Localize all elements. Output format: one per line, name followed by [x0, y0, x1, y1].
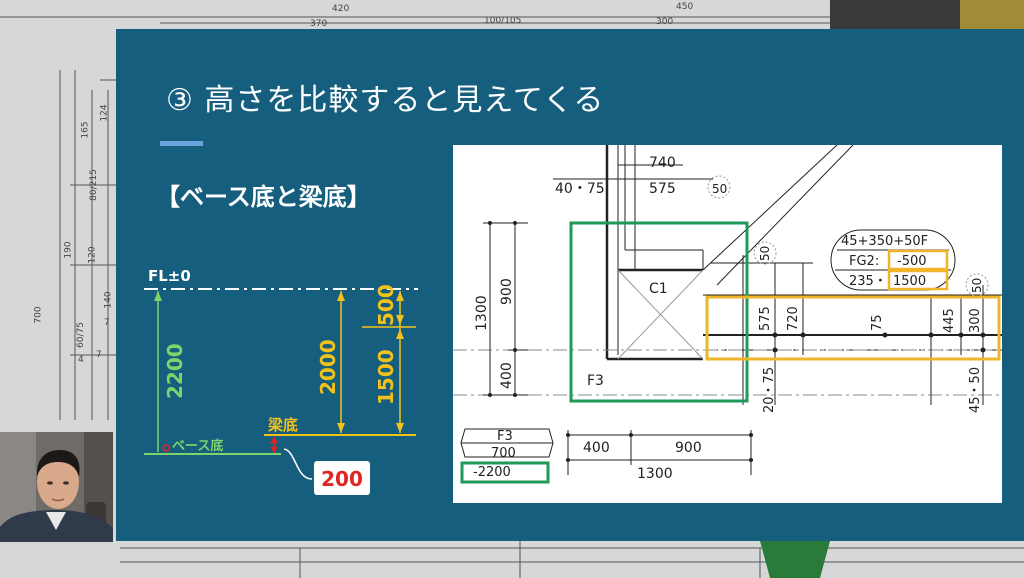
- beam-level-highlight: [887, 249, 949, 271]
- column-label: C1: [649, 281, 668, 297]
- bg-dim: 7: [104, 318, 110, 328]
- structural-drawing: 740 40・75 575 50 1300 900 400 C1 F3 45+3…: [453, 145, 1002, 503]
- dim-575-top: 575: [649, 181, 676, 197]
- height-section-diagram: FL±0 2200 ベース底 2000 500 1500 梁底 200: [144, 267, 418, 495]
- fl-label: FL±0: [148, 267, 191, 285]
- difference-leader: [283, 448, 313, 480]
- dim-2000: 2000: [316, 339, 340, 395]
- bg-dim: 300: [656, 17, 674, 27]
- dim-300: 300: [968, 308, 983, 333]
- dim-40-75: 40・75: [555, 181, 605, 197]
- beam-depth: 1500: [893, 274, 926, 289]
- slide-title: ③ 高さを比較すると見えてくる: [166, 83, 605, 118]
- bg-dim: 700: [33, 306, 44, 324]
- bg-dim: 370: [310, 19, 328, 29]
- dim-575-v: 575: [758, 306, 773, 331]
- bg-dim: 124: [99, 104, 110, 122]
- bg-dim: 60/75: [75, 322, 86, 348]
- dim-900-bottom: 900: [675, 440, 702, 456]
- dim-720: 720: [786, 306, 801, 331]
- bg-dim: 100/105: [484, 16, 522, 26]
- bg-dim: 450: [676, 2, 694, 12]
- dim-45-50: 45・50: [968, 367, 983, 413]
- presenter-video: [0, 432, 113, 542]
- dim-2200: 2200: [163, 343, 187, 399]
- beam-name: FG2:: [849, 254, 879, 269]
- table-size: 700: [491, 446, 516, 461]
- dim-740: 740: [649, 155, 676, 171]
- base-bottom-marker: [162, 444, 170, 452]
- beam-depth-highlight: [887, 269, 949, 291]
- bg-dim: 165: [80, 121, 91, 139]
- title-accent-bar: [160, 141, 203, 146]
- dim-75: 75: [870, 314, 885, 331]
- dim-900-left: 900: [499, 278, 515, 305]
- beam-highlight: [705, 295, 1001, 361]
- bg-dim: 420: [332, 4, 350, 14]
- bg-dim: 140: [103, 291, 114, 309]
- dim-1300-bottom: 1300: [637, 466, 673, 482]
- dim-445: 445: [942, 308, 957, 333]
- dim-400-bottom: 400: [583, 440, 610, 456]
- column-footing-highlight: [569, 221, 749, 403]
- difference-callout: [314, 461, 370, 495]
- bg-dim: 7: [96, 350, 102, 360]
- circle-50: 50: [712, 182, 727, 196]
- table-name: F3: [497, 429, 513, 444]
- difference-value: 200: [321, 467, 363, 491]
- dim-1300-left: 1300: [474, 295, 490, 331]
- footing-level-highlight: [460, 461, 550, 484]
- beam-bottom-label: 梁底: [267, 416, 298, 434]
- dim-1500: 1500: [374, 349, 398, 405]
- beam-dims: 235・: [849, 274, 887, 289]
- bg-dim: 4: [78, 355, 84, 365]
- presenter-avatar: [0, 432, 113, 542]
- slide-subtitle: 【ベース底と梁底】: [156, 183, 371, 211]
- table-level: -2200: [473, 465, 511, 480]
- footing-label: F3: [587, 373, 604, 389]
- circle-50-right: 50: [970, 278, 984, 293]
- bg-dim: 80/215: [88, 169, 99, 201]
- slide: ③ 高さを比較すると見えてくる 【ベース底と梁底】 FL±0 2200 ベース底…: [116, 29, 1024, 541]
- circle-50-mid: 50: [758, 246, 772, 261]
- base-bottom-label: ベース底: [172, 438, 223, 454]
- dim-400-left: 400: [499, 362, 515, 389]
- bg-dim: 190: [63, 241, 74, 259]
- beam-header: 45+350+50F: [841, 234, 928, 249]
- beam-level: -500: [897, 254, 927, 269]
- bg-dim: 120: [87, 246, 98, 264]
- dim-500: 500: [374, 284, 398, 326]
- dim-20-75: 20・75: [762, 367, 777, 413]
